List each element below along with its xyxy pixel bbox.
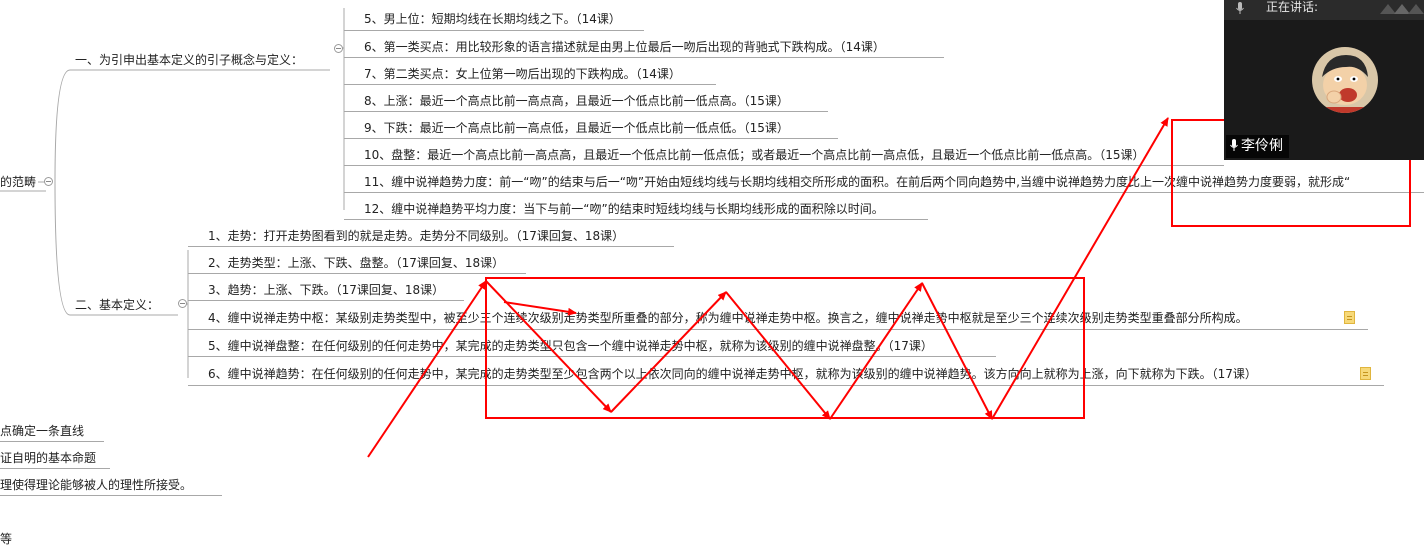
note-icon[interactable] <box>1360 367 1371 380</box>
collapse-toggle-icon[interactable] <box>334 44 343 53</box>
mindmap-node[interactable]: 8、上涨：最近一个高点比前一高点高，且最近一个低点比前一低点高。（15课） <box>364 94 789 108</box>
mindmap-node[interactable]: 相等 <box>0 532 13 546</box>
collapse-toggle-icon[interactable] <box>178 299 187 308</box>
branch-title-intro-concepts[interactable]: 一、为引申出基本定义的引子概念与定义： <box>75 53 304 67</box>
microphone-icon <box>1236 2 1244 14</box>
speaker-name-tag: 李伶俐 <box>1226 135 1289 158</box>
mindmap-node[interactable]: 1、走势：打开走势图看到的就是走势。走势分不同级别。（17课回复、18课） <box>208 229 625 243</box>
mindmap-node[interactable]: 2、走势类型：上涨、下跌、盘整。（17课回复、18课） <box>208 256 505 270</box>
mindmap-node[interactable]: 12、缠中说禅趋势平均力度：当下与前一“吻”的结束时短线均线与长期均线形成的面积… <box>364 202 884 216</box>
mindmap-node[interactable]: 公理使得理论能够被人的理性所接受。 <box>0 478 193 492</box>
mindmap-node[interactable]: 两点确定一条直线 <box>0 424 85 438</box>
collapse-toggle-icon[interactable] <box>44 177 53 186</box>
mindmap-node[interactable]: 不证自明的基本命题 <box>0 451 97 465</box>
mindmap-node[interactable]: 6、缠中说禅趋势：在任何级别的任何走势中，某完成的走势类型至少包含两个以上依次同… <box>208 367 1257 381</box>
mindmap-node[interactable]: 7、第二类买点：女上位第一吻后出现的下跌构成。（14课） <box>364 67 681 81</box>
note-icon[interactable] <box>1344 311 1355 324</box>
mindmap-node[interactable]: 5、男上位：短期均线在长期均线之下。（14课） <box>364 12 621 26</box>
signal-indicator <box>1380 4 1424 14</box>
call-panel-header <box>1224 0 1424 20</box>
root-node-label[interactable]: 的范畴 <box>0 175 37 189</box>
avatar <box>1312 47 1378 113</box>
mindmap-node[interactable]: 6、第一类买点：用比较形象的语言描述就是由男上位最后一吻后出现的背驰式下跌构成。… <box>364 40 885 54</box>
mindmap-node[interactable]: 5、缠中说禅盘整：在任何级别的任何走势中，某完成的走势类型只包含一个缠中说禅走势… <box>208 339 933 353</box>
speaker-name: 李伶俐 <box>1241 138 1283 154</box>
mindmap-node[interactable]: 10、盘整：最近一个高点比前一高点高，且最近一个低点比前一低点低；或者最近一个高… <box>364 148 1145 162</box>
branch-title-basic-definitions[interactable]: 二、基本定义： <box>75 298 160 312</box>
speaking-label: 正在讲话: <box>1266 0 1319 14</box>
mindmap-node[interactable]: 9、下跌：最近一个高点比前一高点低，且最近一个低点比前一低点低。（15课） <box>364 121 789 135</box>
mindmap-node[interactable]: 11、缠中说禅趋势力度：前一“吻”的结束与后一“吻”开始由短线均线与长期均线相交… <box>364 175 1351 189</box>
microphone-icon <box>1230 139 1238 151</box>
mindmap-node[interactable]: 3、趋势：上涨、下跌。（17课回复、18课） <box>208 283 445 297</box>
mindmap-node[interactable]: 4、缠中说禅走势中枢：某级别走势类型中，被至少三个连续次级别走势类型所重叠的部分… <box>208 311 1248 325</box>
